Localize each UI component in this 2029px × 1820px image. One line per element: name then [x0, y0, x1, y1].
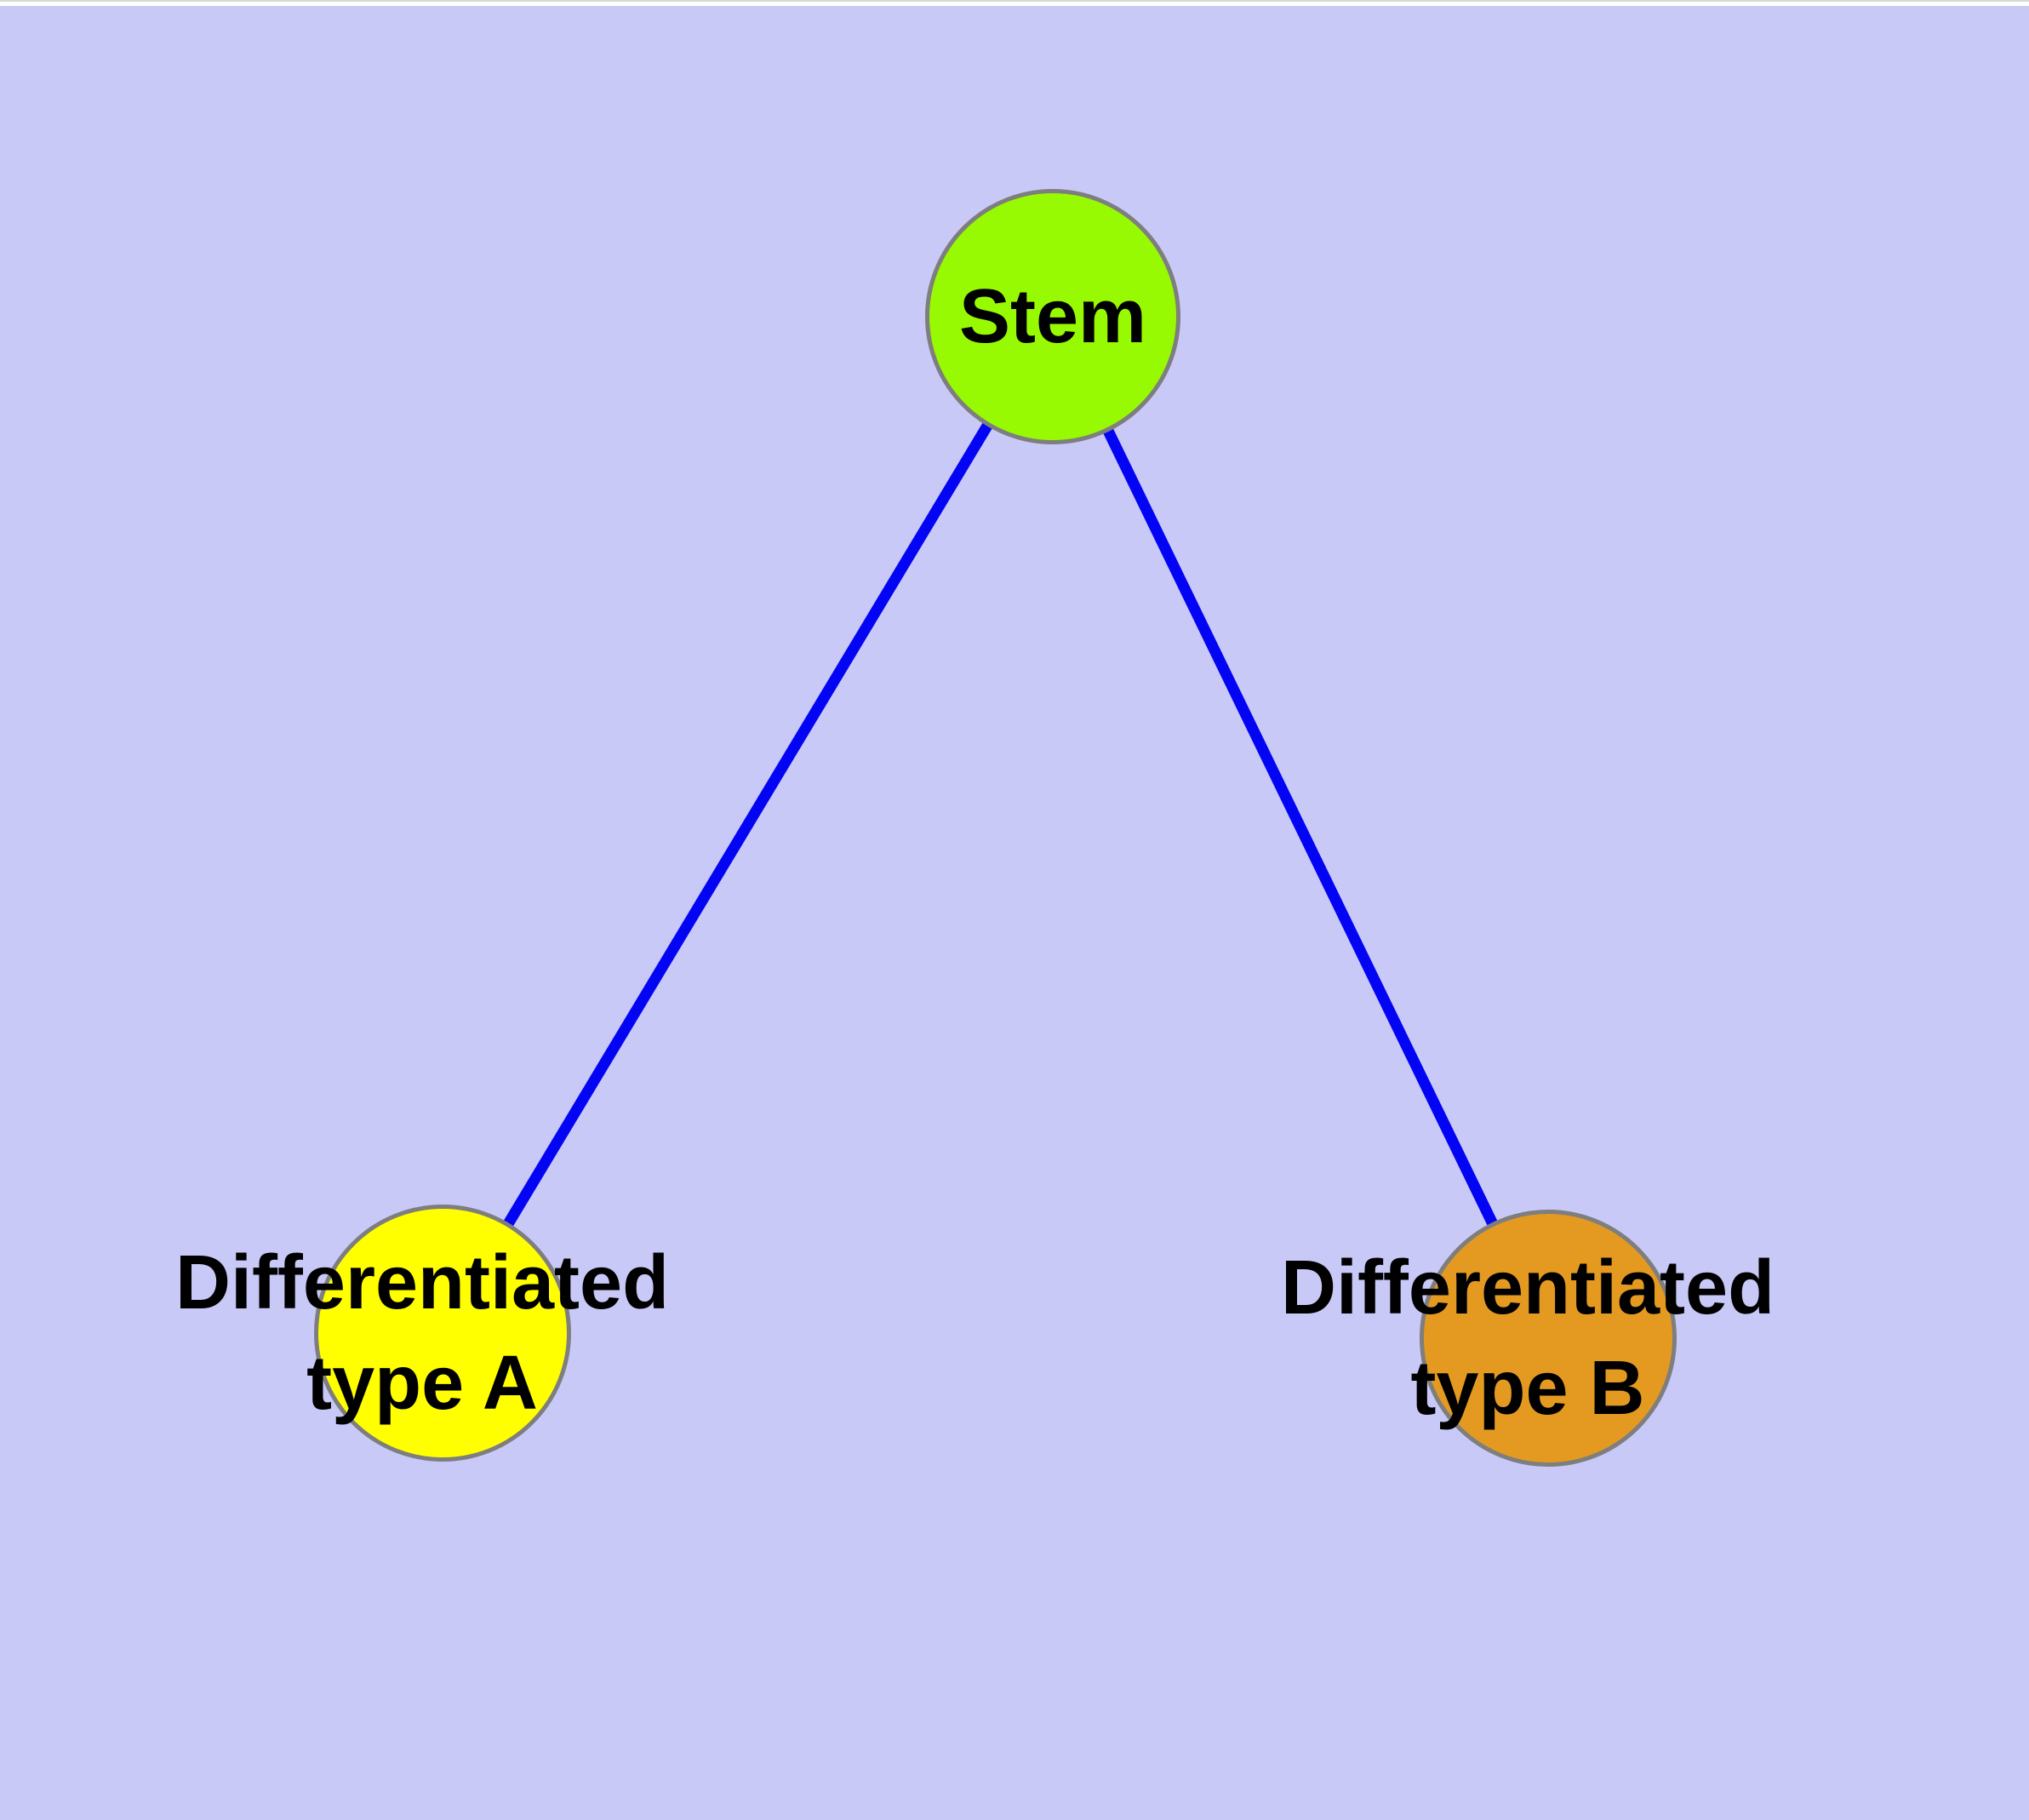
top-margin-strip — [0, 0, 2029, 6]
node-differentiated-type-a-label: Differentiated type A — [175, 1233, 669, 1434]
node-differentiated-type-a: Differentiated type A — [175, 1205, 669, 1462]
node-stem: Stem — [925, 189, 1180, 444]
label-line: Stem — [958, 274, 1147, 359]
node-differentiated-type-b-label: Differentiated type B — [1281, 1238, 1775, 1439]
edge-stem-to-type-b — [1048, 314, 1553, 1341]
node-stem-label: Stem — [959, 266, 1146, 367]
edge-stem-to-type-a — [437, 313, 1058, 1336]
label-line: Differentiated — [1280, 1245, 1775, 1331]
label-line: Differentiated — [174, 1240, 670, 1325]
label-line: type A — [306, 1341, 538, 1426]
label-line: type B — [1410, 1346, 1645, 1431]
node-differentiated-type-b: Differentiated type B — [1281, 1210, 1775, 1467]
